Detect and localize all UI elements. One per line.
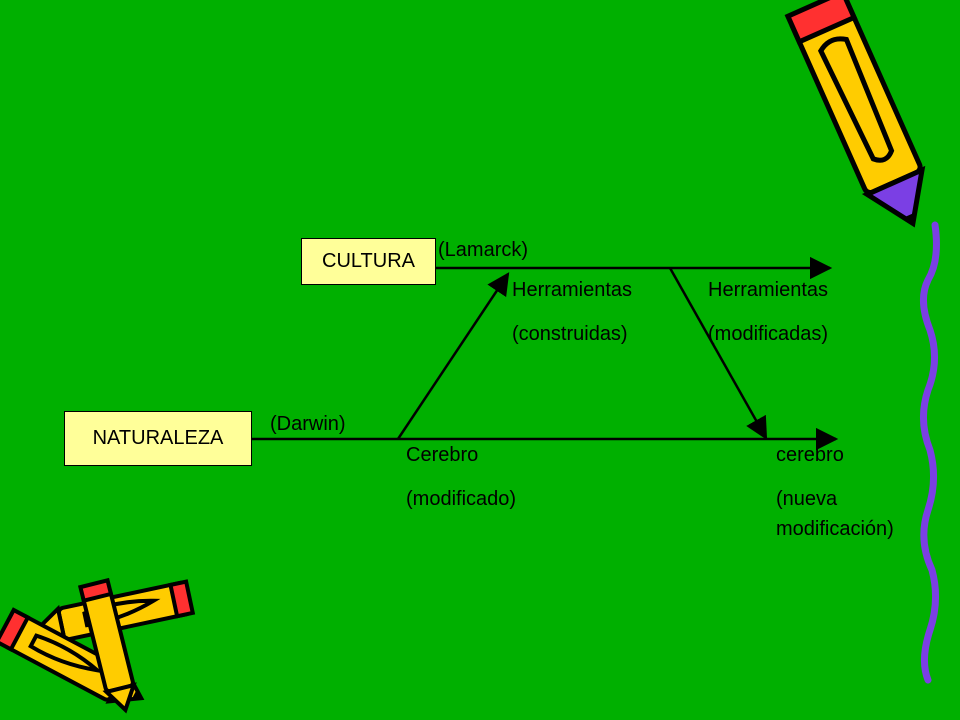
herramientas-construidas-label: Herramientas xyxy=(512,279,633,301)
modificacion-label: modificación) xyxy=(776,518,894,540)
naturaleza-box: NATURALEZA xyxy=(64,411,252,466)
modificado-label: (modificado) xyxy=(406,488,517,510)
lamarck-label: (Lamarck) xyxy=(438,239,529,261)
cerebro-modificado-label: Cerebro xyxy=(406,444,479,466)
herramientas-to-cerebro-arrow xyxy=(668,267,768,440)
cerebro-nueva-label: cerebro xyxy=(776,444,844,466)
squiggle-line xyxy=(920,221,940,684)
nueva-label: (nueva xyxy=(776,488,838,510)
pencil-icon xyxy=(784,0,926,228)
cultura-box: CULTURA xyxy=(301,238,436,285)
darwin-label: (Darwin) xyxy=(270,413,346,435)
cerebro-to-herramientas-arrow xyxy=(396,272,510,440)
herramientas-modificadas-label: Herramientas xyxy=(708,279,829,301)
pencil-icon xyxy=(77,577,137,714)
construidas-label: (construidas) xyxy=(512,323,628,345)
modificadas-label: (modificadas) xyxy=(708,323,829,345)
